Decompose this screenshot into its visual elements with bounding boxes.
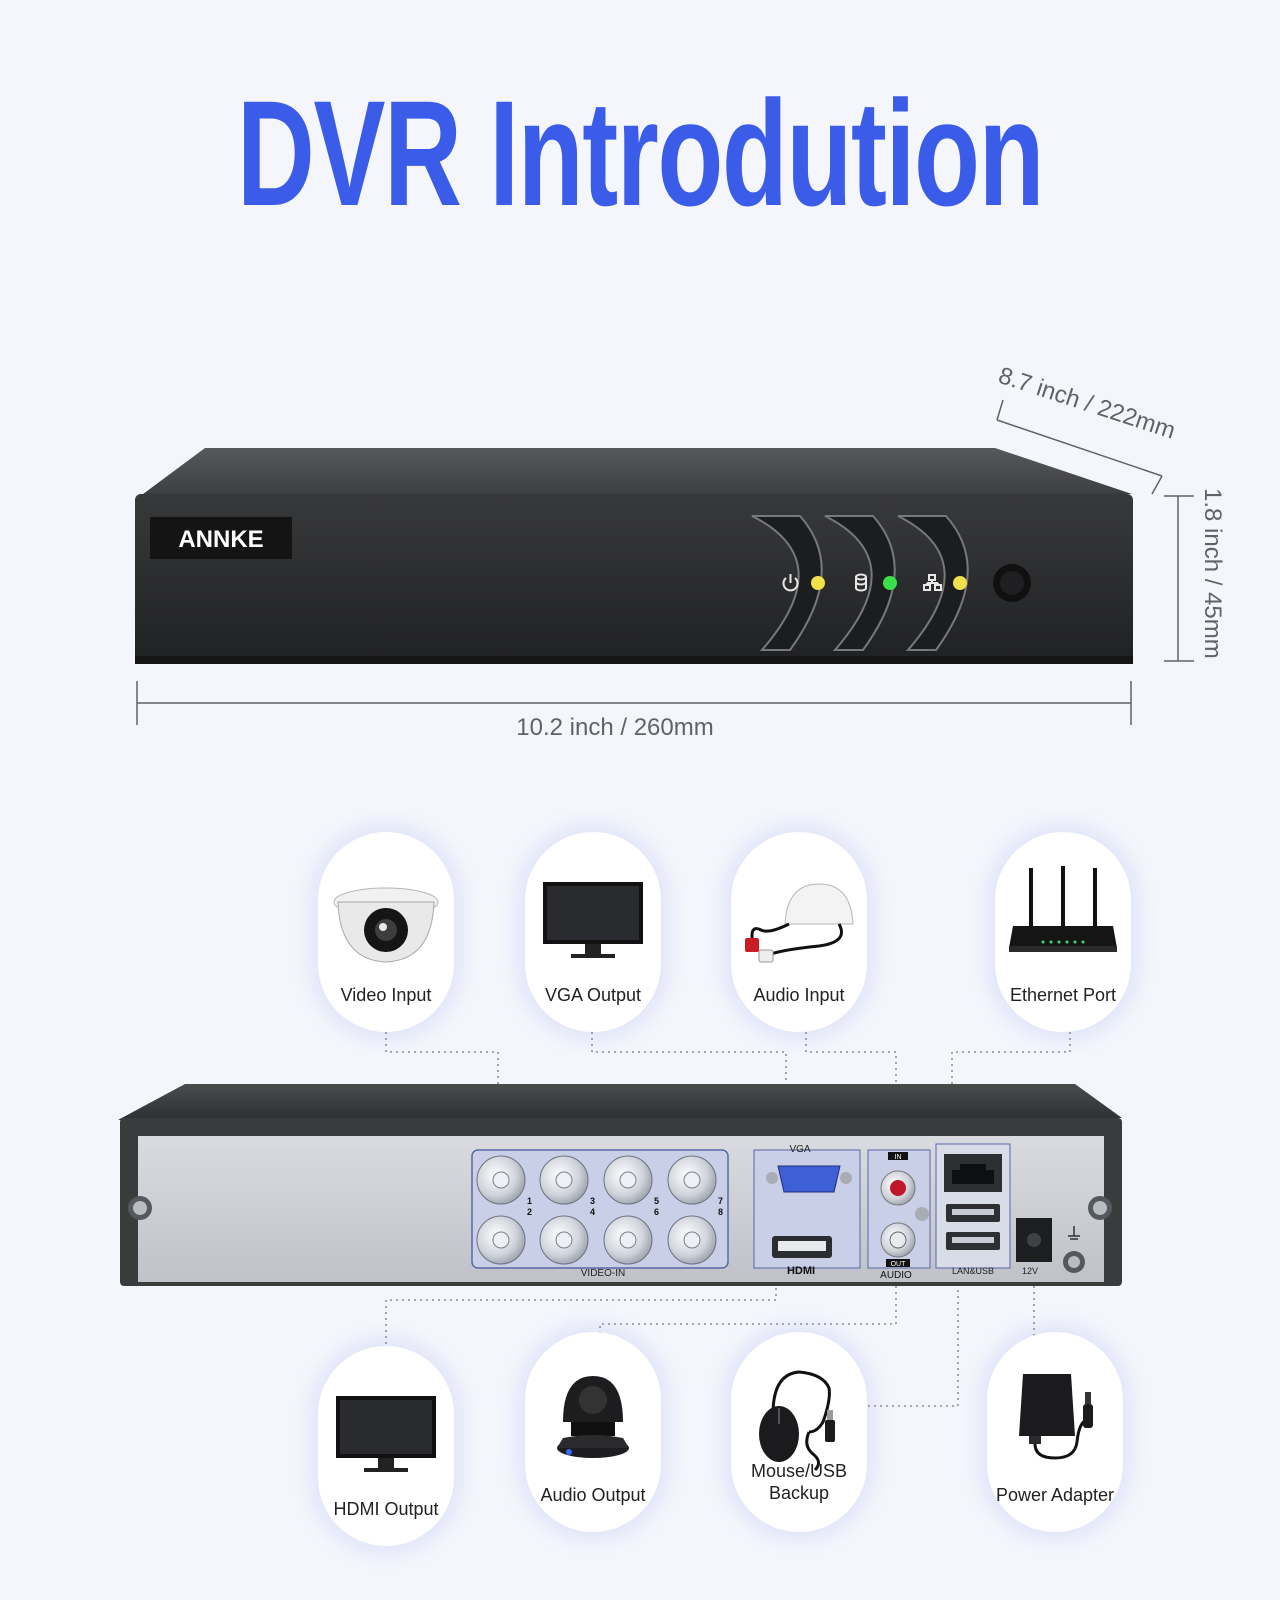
vga-label: VGA <box>789 1144 810 1155</box>
hdmi-label: HDMI <box>787 1265 815 1277</box>
network-led <box>953 576 967 590</box>
channel-number: 4 <box>590 1207 595 1217</box>
bnc-center <box>555 1231 573 1249</box>
channel-number: 3 <box>590 1196 595 1206</box>
audio-in-tag: IN <box>895 1154 902 1161</box>
item-label: Ethernet Port <box>1009 985 1117 1005</box>
indicator-fins <box>751 515 969 651</box>
bnc-center <box>619 1231 637 1249</box>
item-label: Power Adapter <box>995 1485 1115 1505</box>
item-label: Video Input <box>340 985 432 1005</box>
audio-out-tag: OUT <box>891 1261 907 1268</box>
bnc-center <box>683 1171 701 1189</box>
dimension-lines <box>136 399 1194 725</box>
router-icon <box>1009 866 1117 952</box>
power-adapter-card: Power Adapter <box>987 1332 1123 1532</box>
item-label: VGA Output <box>544 985 642 1005</box>
disk-icon <box>855 573 867 592</box>
channel-number: 6 <box>654 1207 659 1217</box>
page-title: DVR Introdution <box>236 69 1045 237</box>
monitor-icon <box>543 882 643 958</box>
video-input-card: Video Input <box>318 832 454 1032</box>
mouse-usb-backup-card: Mouse/USB Backup <box>731 1332 867 1532</box>
channel-number: 2 <box>527 1207 532 1217</box>
brand-logo: ANNKE <box>178 526 263 553</box>
ethernet-port-card: Ethernet Port <box>995 832 1131 1032</box>
power-icon <box>782 574 799 592</box>
audio-output-card: Audio Output <box>525 1332 661 1532</box>
item-label: Audio Input <box>753 985 845 1005</box>
bnc-center <box>492 1231 510 1249</box>
dome-camera-icon <box>333 887 439 963</box>
screw-icon <box>128 1196 1112 1273</box>
brand-plate <box>150 517 292 559</box>
height-dimension-label: 1.8 inch / 45mm <box>1199 488 1226 659</box>
item-label: HDMI Output <box>333 1499 439 1519</box>
video-in-label: VIDEO-IN <box>581 1268 625 1279</box>
bnc-connectors <box>476 1155 717 1265</box>
bnc-center <box>492 1171 510 1189</box>
dvr-top-surface <box>135 448 1132 500</box>
microphone-icon <box>745 883 854 963</box>
vga-port <box>777 1165 841 1193</box>
mouse-icon <box>759 1370 835 1472</box>
speaker-icon <box>557 1376 629 1458</box>
item-label: Mouse/USB Backup <box>750 1461 848 1503</box>
channel-number: 5 <box>654 1196 659 1206</box>
power-label: 12V <box>1022 1266 1038 1276</box>
channel-number: 8 <box>718 1207 723 1217</box>
disk-led <box>883 576 897 590</box>
hdmi-output-card: HDMI Output <box>318 1346 454 1546</box>
vga-output-card: VGA Output <box>525 832 661 1032</box>
bnc-center <box>683 1231 701 1249</box>
monitor-icon <box>336 1396 436 1472</box>
audio-label: AUDIO <box>880 1270 912 1281</box>
channel-number: 7 <box>718 1196 723 1206</box>
power-adapter-icon <box>1019 1374 1093 1460</box>
item-label: Audio Output <box>540 1485 646 1505</box>
audio-input-card: Audio Input <box>731 832 867 1032</box>
network-icon <box>923 574 942 591</box>
bnc-center <box>555 1171 573 1189</box>
power-led <box>811 576 825 590</box>
width-dimension-label: 10.2 inch / 260mm <box>516 714 713 741</box>
channel-number: 1 <box>527 1196 532 1206</box>
lan-usb-label: LAN&USB <box>952 1266 994 1276</box>
video-in-block <box>471 1149 729 1269</box>
dvr-front-view: ANNKE 10.2 inch / 260mm 8.7 inch / 222mm… <box>135 362 1226 741</box>
bnc-center <box>619 1171 637 1189</box>
ground-icon <box>1068 1226 1080 1240</box>
